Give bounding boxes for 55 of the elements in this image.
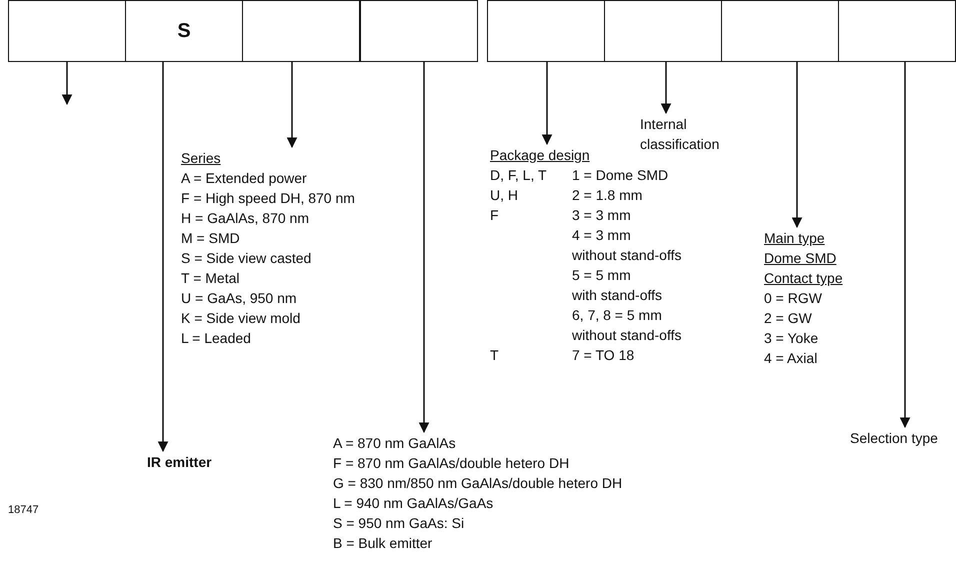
label-text: Internal classification xyxy=(640,114,720,154)
list-item: G = 830 nm/850 nm GaAlAs/double hetero DH xyxy=(333,474,622,493)
arrow xyxy=(542,62,552,146)
list-item: S = Side view casted xyxy=(181,249,312,268)
arrow xyxy=(286,62,298,148)
code-box xyxy=(8,0,126,62)
list-item: 4 = Axial xyxy=(764,349,818,368)
list-item: M = SMD xyxy=(181,229,240,248)
list-item: B = Bulk emitter xyxy=(333,534,432,553)
code-box xyxy=(721,0,839,62)
arrow xyxy=(900,62,910,428)
code-letters: T xyxy=(490,346,499,365)
list-item: F = 870 nm GaAlAs/double hetero DH xyxy=(333,454,570,473)
code-box xyxy=(604,0,722,62)
arrow xyxy=(62,62,72,106)
figure-number: 18747 xyxy=(8,503,39,518)
label-text: Selection type xyxy=(850,428,938,448)
code-letters: U, H xyxy=(490,186,518,205)
list-item: 0 = RGW xyxy=(764,289,822,308)
list-heading: Contact type xyxy=(764,269,843,288)
code-value: 5 = 5 mm with stand-offs xyxy=(572,266,662,305)
list-heading: Main type xyxy=(764,229,825,248)
list-item: L = Leaded xyxy=(181,329,251,348)
list-item: 3 = Yoke xyxy=(764,329,818,348)
label-text: IR emitter xyxy=(147,452,212,472)
list-item: L = 940 nm GaAlAs/GaAs xyxy=(333,494,494,513)
code-value: 2 = 1.8 mm xyxy=(572,186,642,205)
code-letters: D, F, L, T xyxy=(490,166,547,185)
arrow xyxy=(792,62,802,228)
list-item: A = Extended power xyxy=(181,169,307,188)
list-item: U = GaAs, 950 nm xyxy=(181,289,297,308)
list-heading: Dome SMD xyxy=(764,249,836,268)
list-item: A = 870 nm GaAlAs xyxy=(333,434,456,453)
code-box xyxy=(838,0,956,62)
arrow xyxy=(660,62,672,114)
code-box xyxy=(360,0,478,62)
arrow xyxy=(158,62,168,452)
code-value: 7 = TO 18 xyxy=(572,346,634,365)
list-item: H = GaAlAs, 870 nm xyxy=(181,209,310,228)
code-value: 3 = 3 mm xyxy=(572,206,631,225)
list-item: 2 = GW xyxy=(764,309,812,328)
table-heading: Package design xyxy=(490,146,590,165)
list-heading: Series xyxy=(181,149,221,168)
code-value: 6, 7, 8 = 5 mm without stand-offs xyxy=(572,306,682,345)
code-value: 4 = 3 mm without stand-offs xyxy=(572,226,682,265)
list-item: T = Metal xyxy=(181,269,240,288)
list-item: F = High speed DH, 870 nm xyxy=(181,189,355,208)
code-box xyxy=(242,0,360,62)
code-box: S xyxy=(125,0,243,62)
arrow xyxy=(418,62,430,434)
list-item: K = Side view mold xyxy=(181,309,300,328)
code-box xyxy=(487,0,605,62)
code-letters: F xyxy=(490,206,499,225)
list-item: S = 950 nm GaAs: Si xyxy=(333,514,464,533)
code-value: 1 = Dome SMD xyxy=(572,166,668,185)
